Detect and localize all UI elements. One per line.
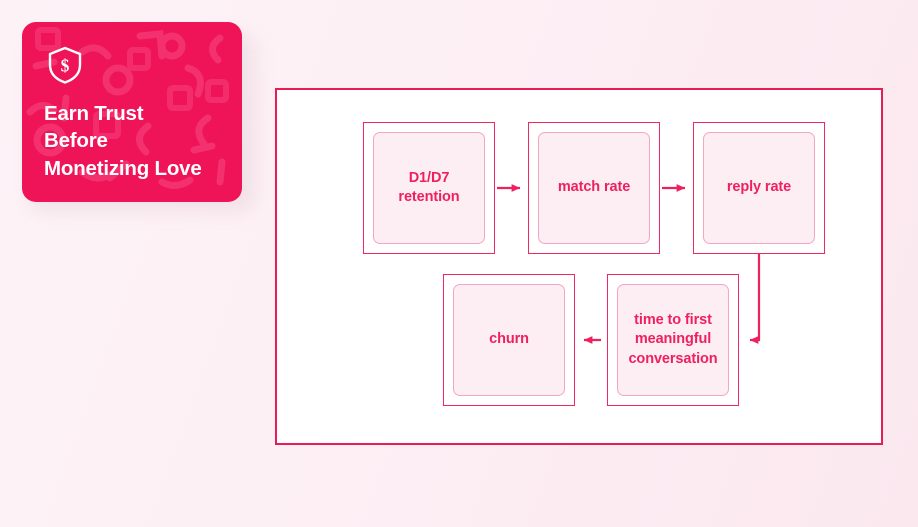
promo-card-content: $ Earn Trust Before Monetizing Love [22,22,242,202]
node-reply-rate-label: reply rate [726,179,792,196]
node-d1d7-retention-label: D1/D7 retention [398,169,460,205]
node-match-rate-inner: match rate [538,132,650,244]
promo-card: $ Earn Trust Before Monetizing Love [22,22,242,202]
node-churn[interactable]: churn [443,274,575,406]
diagram-container: D1/D7 retention match rate reply rate ch… [275,88,883,445]
node-churn-inner: churn [453,284,565,396]
diagram-connectors [497,184,761,344]
node-time-to-first-meaningful-conversation-inner: time to first meaningful conversation [617,284,729,396]
promo-card-title: Earn Trust Before Monetizing Love [44,101,202,180]
node-churn-label: churn [489,331,529,348]
node-reply-rate-inner: reply rate [703,132,815,244]
node-d1d7-retention-inner: D1/D7 retention [373,132,485,244]
edge-reply-rate-to-time-to-first [749,254,761,344]
promo-card-pattern [26,27,229,189]
node-time-to-first-meaningful-conversation[interactable]: time to first meaningful conversation [607,274,739,406]
node-d1d7-retention[interactable]: D1/D7 retention [363,122,495,254]
svg-text:$: $ [61,56,70,76]
node-reply-rate[interactable]: reply rate [693,122,825,254]
node-time-to-first-meaningful-conversation-label: time to first meaningful conversation [628,311,718,367]
node-match-rate-label: match rate [557,179,631,196]
node-match-rate[interactable]: match rate [528,122,660,254]
shield-dollar-icon: $ [44,44,86,86]
